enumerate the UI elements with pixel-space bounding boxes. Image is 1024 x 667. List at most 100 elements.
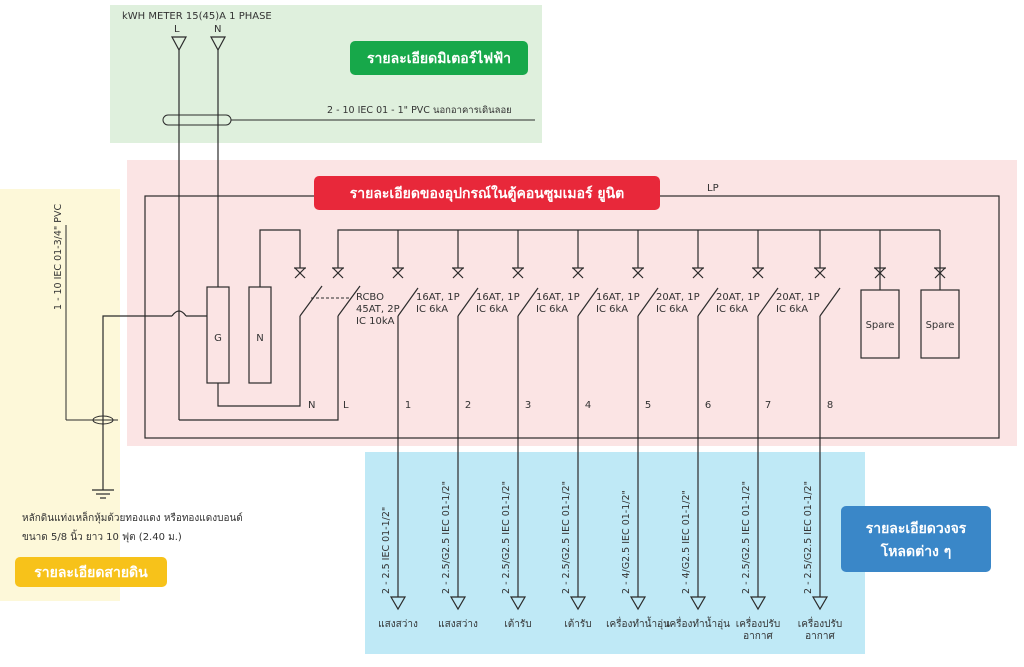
meter-terminal-l: L — [174, 24, 180, 35]
spare-1-label: Spare — [866, 320, 895, 331]
load-zone — [365, 452, 865, 654]
ground-bar-wire — [217, 316, 301, 407]
circuit-2-load-arrow — [449, 596, 467, 611]
circuit-7-breaker-ic: IC 6kA — [776, 304, 808, 315]
ground-desc-line1: หลักดินแท่งเหล็กหุ้มด้วยทองแดง หรือทองแด… — [22, 510, 243, 524]
circuit-1-load-arrow — [389, 596, 407, 611]
circuit-2-number: 2 — [465, 400, 471, 411]
circuit-3-breaker-blade — [517, 287, 539, 317]
main-breaker-label-1: RCBO — [356, 292, 384, 303]
circuit-5-cable: 2 - 4/G2.5 IEC 01-1/2" — [621, 490, 632, 594]
circuit-1-breaker-x2 — [392, 267, 404, 279]
ground-bar-label: G — [214, 333, 222, 344]
circuit-5-breaker-ic: IC 6kA — [656, 304, 688, 315]
circuit-1-breaker-blade — [397, 287, 419, 317]
circuit-4-breaker-blade — [577, 287, 599, 317]
circuit-6-load: เครื่องทำน้ำอุ่น — [666, 616, 730, 630]
main-breaker-label-2: 45AT, 2P — [356, 304, 400, 315]
meter-terminal-n: N — [214, 24, 221, 35]
spare-1-box — [860, 289, 900, 359]
main-breaker-cross-l2 — [332, 267, 344, 279]
circuit-3-breaker-rating: 16AT, 1P — [536, 292, 580, 303]
ground-badge — [15, 557, 167, 587]
circuit-1-breaker-rating: 16AT, 1P — [416, 292, 460, 303]
circuit-1-load: แสงสว่าง — [378, 619, 418, 630]
circuit-4-breaker-x2 — [572, 267, 584, 279]
circuit-4-load-arrow — [569, 596, 587, 611]
circuit-4-breaker-ic: IC 6kA — [596, 304, 628, 315]
meter-badge — [350, 41, 528, 75]
neutral-bar-label: N — [256, 333, 263, 344]
circuit-7-breaker-blade — [757, 287, 779, 317]
spare-2-x2 — [934, 267, 946, 279]
circuit-3-number: 3 — [525, 400, 531, 411]
ground-wire-crossover — [171, 310, 187, 317]
circuit-8-breaker-blade — [819, 287, 841, 317]
ground-zone — [0, 189, 120, 601]
meter-title: kWH METER 15(45)A 1 PHASE — [122, 11, 272, 22]
main-breaker-blade-l — [337, 285, 361, 317]
circuit-6-breaker-x2 — [692, 267, 704, 279]
circuit-8-load-line2: อากาศ — [805, 631, 835, 642]
panel-badge-text: รายละเอียดของอุปกรณ์ในตู้คอนซูมเมอร์ ยูน… — [350, 184, 625, 202]
loads-badge-line2: โหลดต่าง ๆ — [880, 542, 952, 560]
circuit-8-breaker-x2 — [814, 267, 826, 279]
ground-badge-text: รายละเอียดสายดิน — [34, 565, 148, 581]
main-l-label: L — [343, 400, 349, 411]
spare-2: Spare — [920, 230, 960, 359]
circuit-5-load-arrow — [629, 596, 647, 611]
circuit-6-breaker-blade — [697, 287, 719, 317]
circuit-7-load-line2: อากาศ — [743, 631, 773, 642]
circuit-6-load-arrow — [689, 596, 707, 611]
circuit-2-breaker-ic: IC 6kA — [476, 304, 508, 315]
circuit-4-load: เต้ารับ — [564, 618, 591, 630]
circuit-8-load-arrow — [811, 596, 829, 611]
ground-wire — [102, 315, 172, 490]
main-breaker-blade-n — [299, 285, 323, 317]
spare-1: Spare — [860, 230, 900, 359]
spare-1-x2 — [874, 267, 886, 279]
circuit-2-breaker-x2 — [452, 267, 464, 279]
circuit-7-cable: 2 - 2.5/G2.5 IEC 01-1/2" — [741, 481, 752, 594]
ground-conduit-symbol — [92, 415, 114, 425]
loads-badge-line1: รายละเอียดวงจร — [866, 521, 967, 537]
main-n-label: N — [308, 400, 315, 411]
earth-symbol — [92, 489, 114, 499]
spare-2-label: Spare — [926, 320, 955, 331]
circuit-1-cable: 2 - 2.5 IEC 01-1/2" — [381, 507, 392, 594]
circuit-2-breaker-rating: 16AT, 1P — [476, 292, 520, 303]
circuit-5-breaker-x2 — [632, 267, 644, 279]
circuit-5-breaker-rating: 20AT, 1P — [656, 292, 700, 303]
circuit-8: 8 2 - 2.5/G2.5 IEC 01-1/2" เครื่องปรับอากา… — [798, 230, 842, 642]
circuit-7-breaker-rating: 20AT, 1P — [776, 292, 820, 303]
circuit-4-cable: 2 - 2.5/G2.5 IEC 01-1/2" — [561, 481, 572, 594]
busbar — [337, 229, 940, 268]
circuit-6-number: 6 — [705, 400, 711, 411]
circuit-5-number: 5 — [645, 400, 651, 411]
circuit-2-breaker-blade — [457, 287, 479, 317]
circuit-8-load: เครื่องปรับ — [798, 616, 842, 630]
circuit-6-breaker-ic: IC 6kA — [716, 304, 748, 315]
circuit-2-load: แสงสว่าง — [438, 619, 478, 630]
circuit-3-breaker-ic: IC 6kA — [536, 304, 568, 315]
circuit-6-breaker-rating: 20AT, 1P — [716, 292, 760, 303]
circuit-7-load: เครื่องปรับ — [736, 616, 780, 630]
circuit-6-cable: 2 - 4/G2.5 IEC 01-1/2" — [681, 490, 692, 594]
ground-cable-label: 1 - 10 IEC 01-3/4" PVC — [53, 204, 64, 310]
circuit-7-load-arrow — [749, 596, 767, 611]
circuit-3-cable: 2 - 2.5/G2.5 IEC 01-1/2" — [501, 481, 512, 594]
circuit-4-number: 4 — [585, 400, 591, 411]
circuit-8-number: 8 — [827, 400, 833, 411]
circuit-1-number: 1 — [405, 400, 411, 411]
circuit-8-cable: 2 - 2.5/G2.5 IEC 01-1/2" — [803, 481, 814, 594]
